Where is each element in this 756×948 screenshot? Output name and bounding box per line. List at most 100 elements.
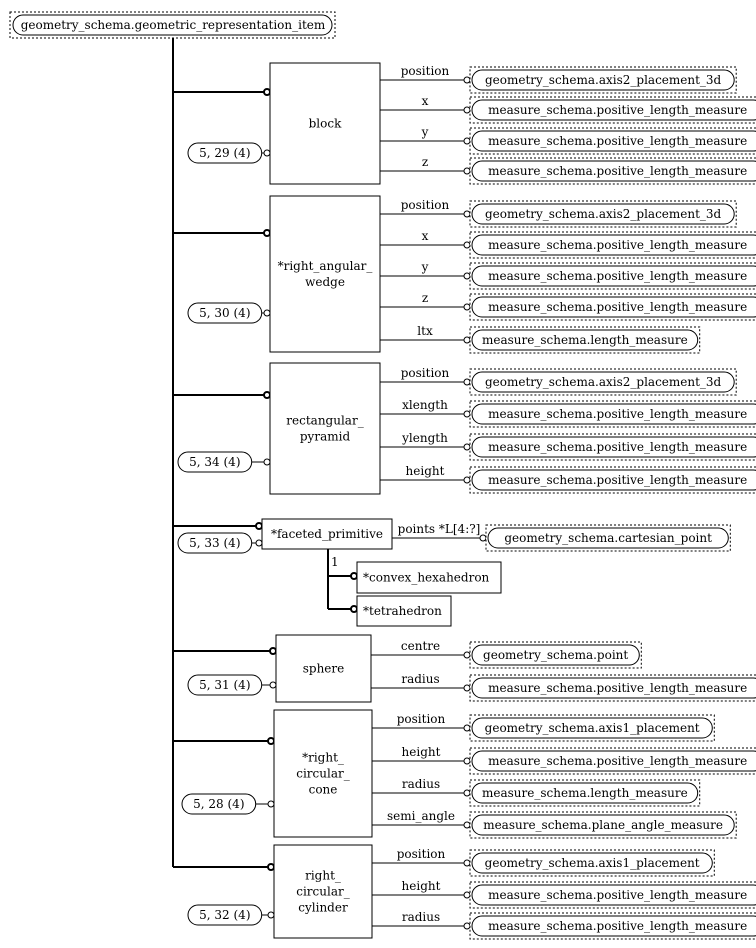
attribute-name: height bbox=[402, 879, 441, 893]
subtype-name: *tetrahedron bbox=[363, 604, 442, 618]
attribute-height[interactable]: heightmeasure_schema.positive_length_mea… bbox=[372, 879, 756, 909]
attribute-type-pill[interactable] bbox=[487, 527, 729, 549]
page-reference-label: 5, 31 (4) bbox=[199, 678, 250, 692]
attribute-type-pill[interactable] bbox=[471, 750, 756, 772]
attribute-name: ylength bbox=[401, 431, 448, 445]
attribute-type-pill[interactable] bbox=[471, 915, 756, 937]
attribute-radius[interactable]: radiusmeasure_schema.positive_length_mea… bbox=[371, 672, 756, 702]
root-entity[interactable]: geometry_schema.geometric_representation… bbox=[9, 11, 336, 39]
attribute-name: x bbox=[422, 94, 429, 108]
attribute-type-label: measure_schema.positive_length_measure bbox=[488, 103, 747, 117]
attribute-type-pill[interactable] bbox=[471, 99, 756, 121]
attribute-type-pill[interactable] bbox=[471, 436, 756, 458]
attribute-end-circle bbox=[463, 303, 471, 311]
attribute-name: xlength bbox=[402, 398, 448, 412]
subtype-box[interactable] bbox=[356, 561, 502, 594]
attribute-type-pill[interactable] bbox=[471, 814, 735, 836]
subtype-link-circle bbox=[350, 572, 358, 580]
attribute-type-pill[interactable] bbox=[471, 852, 713, 874]
attribute-end-circle bbox=[463, 651, 471, 659]
attribute-name: z bbox=[422, 291, 428, 305]
attribute-points-l-4-[interactable]: points *L[4:?]geometry_schema.cartesian_… bbox=[392, 522, 731, 552]
attribute-x[interactable]: x measure_schema.positive_length_measure bbox=[380, 94, 756, 124]
entity-box[interactable] bbox=[269, 195, 381, 353]
attribute-name: position bbox=[401, 366, 450, 380]
entity-name-line: circular_ bbox=[296, 767, 349, 781]
attribute-type-label: measure_schema.plane_angle_measure bbox=[483, 818, 723, 832]
attribute-y[interactable]: y measure_schema.positive_length_measure bbox=[380, 125, 756, 155]
attribute-height[interactable]: heightmeasure_schema.positive_length_mea… bbox=[380, 464, 756, 494]
attribute-type-pill[interactable] bbox=[471, 884, 756, 906]
attribute-xlength[interactable]: xlengthmeasure_schema.positive_length_me… bbox=[380, 398, 756, 428]
attribute-type-pill[interactable] bbox=[471, 644, 640, 666]
attribute-end-circle bbox=[463, 410, 471, 418]
attribute-name: y bbox=[421, 125, 429, 139]
attribute-type-pill[interactable] bbox=[471, 782, 699, 804]
attribute-type-pill[interactable] bbox=[471, 469, 756, 491]
supertype-link-end-circle bbox=[263, 88, 271, 96]
page-reference-label: 5, 34 (4) bbox=[189, 455, 240, 469]
attribute-semi-angle[interactable]: semi_anglemeasure_schema.plane_angle_mea… bbox=[372, 809, 737, 839]
attribute-type-pill[interactable] bbox=[471, 130, 756, 152]
subtype-convex-hexahedron[interactable]: *convex_hexahedron bbox=[328, 561, 502, 594]
entity-sphere[interactable]: sphere 5, 31 (4) centregeometry_schema.poi… bbox=[173, 634, 756, 703]
attribute-type-pill[interactable] bbox=[471, 265, 756, 287]
page-reference-circle bbox=[255, 539, 263, 547]
attribute-type-pill[interactable] bbox=[471, 160, 756, 182]
attribute-type-pill[interactable] bbox=[471, 677, 756, 699]
attribute-type-pill[interactable] bbox=[471, 329, 699, 351]
entity-name-line: block bbox=[309, 117, 342, 131]
attribute-position[interactable]: positiongeometry_schema.axis2_placement_… bbox=[380, 64, 737, 94]
attribute-type-label: measure_schema.positive_length_measure bbox=[488, 164, 747, 178]
attribute-type-pill[interactable] bbox=[471, 403, 756, 425]
subtype-box[interactable] bbox=[356, 595, 452, 627]
attribute-name: radius bbox=[402, 910, 440, 924]
attribute-type-pill[interactable] bbox=[471, 371, 735, 393]
attribute-type-pill[interactable] bbox=[471, 203, 735, 225]
attribute-type-pill[interactable] bbox=[471, 717, 713, 739]
attribute-position[interactable]: positiongeometry_schema.axis2_placement_… bbox=[380, 366, 737, 396]
attribute-end-circle bbox=[463, 241, 471, 249]
attribute-end-circle bbox=[463, 922, 471, 930]
entity-name-line: *right_ bbox=[302, 751, 344, 765]
subtype-link-circle bbox=[350, 605, 358, 613]
attribute-position[interactable]: positiongeometry_schema.axis2_placement_… bbox=[380, 198, 737, 228]
attribute-type-pill[interactable] bbox=[471, 296, 756, 318]
entity-name-line: *faceted_primitive bbox=[271, 527, 383, 541]
attribute-type-pill[interactable] bbox=[471, 234, 756, 256]
attribute-ylength[interactable]: ylengthmeasure_schema.positive_length_me… bbox=[380, 431, 756, 461]
attribute-name: x bbox=[422, 229, 429, 243]
attribute-radius[interactable]: radiusmeasure_schema.positive_length_mea… bbox=[372, 910, 756, 940]
entity-faceted-primitive[interactable]: *faceted_primitive 5, 33 (4) points *L[4:?… bbox=[173, 518, 731, 627]
attribute-height[interactable]: heightmeasure_schema.positive_length_mea… bbox=[372, 745, 756, 775]
entity-box[interactable] bbox=[261, 518, 393, 550]
attribute-end-circle bbox=[479, 534, 487, 542]
entity-box[interactable] bbox=[273, 844, 373, 939]
entity-box[interactable] bbox=[269, 62, 381, 185]
subtype-tetrahedron[interactable]: *tetrahedron bbox=[328, 595, 452, 627]
page-reference-label: 5, 33 (4) bbox=[189, 536, 240, 550]
entity-box[interactable] bbox=[275, 634, 372, 703]
oneof-count-label: 1 bbox=[331, 555, 339, 569]
entity-name-line: sphere bbox=[303, 662, 345, 676]
attribute-type-label: measure_schema.positive_length_measure bbox=[488, 134, 747, 148]
entity-box[interactable] bbox=[273, 709, 373, 838]
attribute-type-pill[interactable] bbox=[471, 69, 735, 91]
entity-box[interactable] bbox=[269, 362, 381, 495]
attribute-name: height bbox=[402, 745, 441, 759]
page-reference-label: 5, 32 (4) bbox=[199, 908, 250, 922]
